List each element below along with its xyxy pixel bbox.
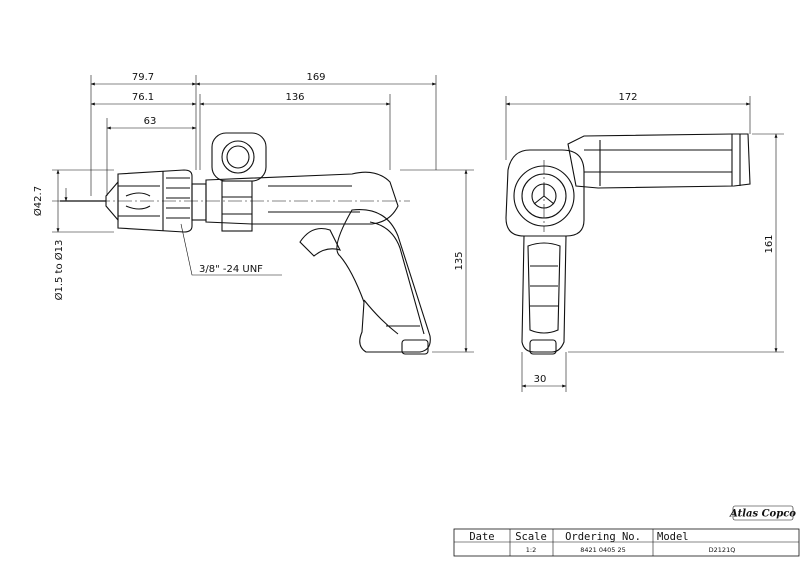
title-block-date-header: Date (469, 531, 494, 543)
side-dimensions (52, 75, 474, 353)
dim-161: 161 (764, 234, 775, 253)
title-block: Date Scale Ordering No. Model 1:2 8421 0… (453, 528, 800, 557)
dim-169: 169 (306, 72, 325, 83)
title-block-model-value: D2121Q (709, 546, 736, 554)
dim-79-7: 79.7 (132, 72, 154, 83)
dim-30: 30 (534, 374, 547, 385)
drill-side-view (52, 132, 431, 355)
front-dimensions (505, 96, 784, 392)
title-block-model-header: Model (657, 531, 689, 543)
dim-chuck-range: Ø1.5 to Ø13 (53, 240, 65, 301)
dim-135: 135 (454, 251, 465, 270)
title-block-ordering-value: 8421 0405 25 (580, 546, 626, 554)
dim-63: 63 (144, 116, 157, 127)
dim-chuck-diameter: Ø42.7 (32, 186, 44, 216)
brand-logo-text: Atlas Copco (729, 509, 796, 520)
side-dimension-labels: 79.7 169 76.1 136 63 135 Ø42.7 Ø1.5 to Ø… (32, 72, 465, 300)
dim-thread: 3/8" -24 UNF (199, 264, 263, 275)
front-dimension-labels: 172 161 30 (534, 92, 775, 385)
dim-76-1: 76.1 (132, 92, 154, 103)
title-block-scale-header: Scale (515, 531, 547, 543)
title-block-scale-value: 1:2 (526, 546, 536, 554)
dim-172: 172 (618, 92, 637, 103)
title-block-ordering-header: Ordering No. (565, 531, 641, 543)
drill-front-view (505, 133, 751, 355)
dim-136: 136 (285, 92, 304, 103)
brand-logo: Atlas Copco (729, 505, 796, 521)
